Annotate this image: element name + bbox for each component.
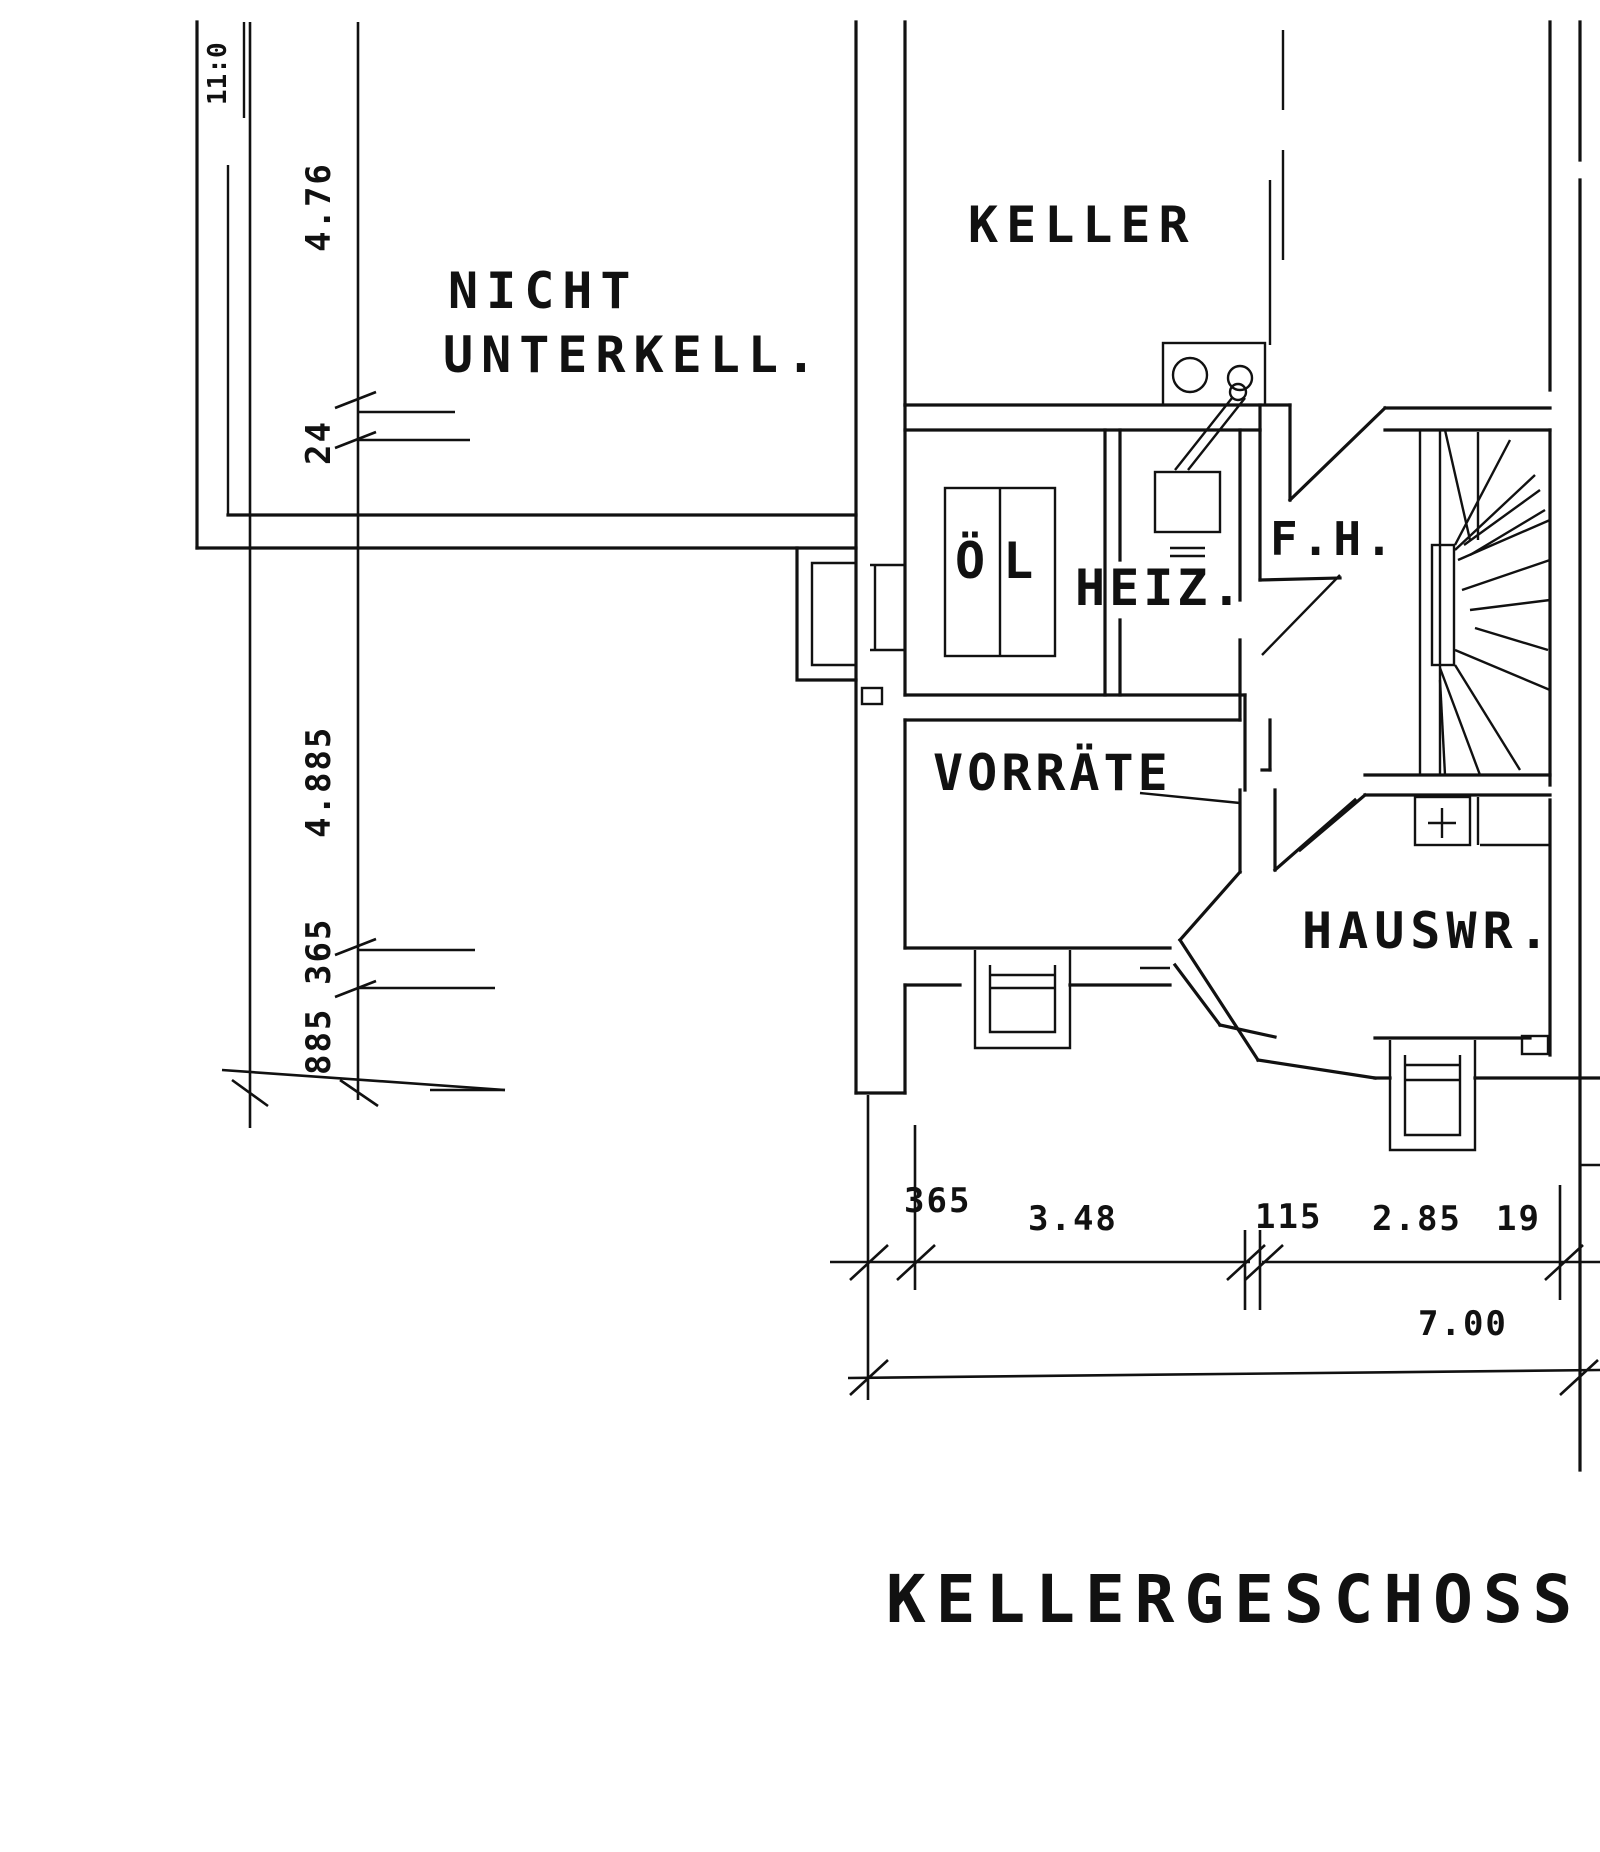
dim-label-476: 4.76 <box>299 162 339 252</box>
room-label-fh: F.H. <box>1270 512 1397 566</box>
dim-label-top-cut: 11:0 <box>203 42 233 105</box>
dim-label-24: 24 <box>299 420 339 465</box>
room-label-vorraete: VORRÄTE <box>933 744 1172 802</box>
dim-label-h365: 365 <box>904 1181 971 1221</box>
dim-label-700: 7.00 <box>1418 1304 1508 1344</box>
dimension-labels: 11:0 4.76 24 4.885 365 885 365 3.48 115 … <box>203 42 1541 1344</box>
room-label-heiz: HEIZ. <box>1075 559 1246 617</box>
room-labels: NICHT UNTERKELL. KELLER ÖL HEIZ. F.H. VO… <box>443 196 1555 960</box>
room-label-unterkell: UNTERKELL. <box>443 326 824 384</box>
storage-room-walls <box>903 946 1172 1050</box>
dim-label-19: 19 <box>1496 1199 1541 1239</box>
light-shaft-left <box>795 546 905 706</box>
horizontal-dimension-chain <box>830 1095 1600 1400</box>
room-label-oel: ÖL <box>955 531 1051 590</box>
dim-label-885: 885 <box>299 1008 339 1075</box>
dim-label-285: 2.85 <box>1372 1199 1462 1239</box>
dim-label-348: 3.48 <box>1028 1199 1118 1239</box>
oil-heating-block <box>903 341 1292 722</box>
dim-label-4885: 4.885 <box>299 726 339 838</box>
dim-label-115: 115 <box>1255 1197 1322 1237</box>
plan-title: KELLERGESCHOSS <box>886 1561 1582 1638</box>
room-label-hauswr: HAUSWR. <box>1302 902 1555 960</box>
utility-room-walls <box>1297 773 1600 1152</box>
vertical-dimension-chain <box>221 22 506 1128</box>
room-label-nicht: NICHT <box>448 262 639 320</box>
unexcavated-area-outline <box>195 20 858 550</box>
dim-label-v365: 365 <box>299 918 339 985</box>
corridor-walls <box>1139 403 1388 1080</box>
exterior-walls <box>854 20 1582 1472</box>
room-label-keller: KELLER <box>968 196 1197 254</box>
staircase <box>1383 406 1552 776</box>
